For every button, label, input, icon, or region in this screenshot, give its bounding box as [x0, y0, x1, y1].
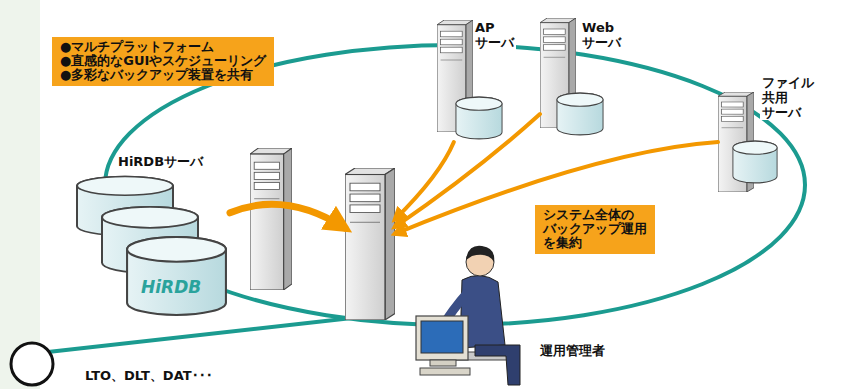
callout-text: ●マルチプラットフォーム [60, 40, 266, 54]
server-label: Web サーバ [580, 20, 623, 50]
callout-text: ●直感的なGUIやスケジューリング [60, 54, 266, 68]
media-label: LTO、DLT、DAT･･･ [83, 368, 215, 383]
backup-server [345, 168, 395, 320]
file-server: ファイル 共用 サーバ [718, 90, 780, 190]
callout-text: ●多彩なバックアップ装置を共有 [60, 68, 266, 82]
hirdb-disk: HiRDB [75, 175, 230, 315]
summary-callout: システム全体の バックアップ運用 を集約 [535, 205, 655, 254]
operator-label: 運用管理者 [538, 343, 607, 358]
server-label: ファイル 共用 サーバ [760, 75, 816, 120]
web-server: Web サーバ [540, 18, 622, 136]
hirdb-server: HiRDBサーバ [250, 148, 292, 290]
backup-arrow [395, 114, 540, 227]
backup-arrow [230, 204, 345, 228]
callout-text: システム全体の バックアップ運用 を集約 [543, 208, 647, 250]
server-label: HiRDBサーバ [116, 154, 205, 169]
server-label: AP サーバ [473, 20, 516, 50]
ap-server: AP サーバ [437, 20, 522, 142]
feature-callout: ●マルチプラットフォーム●直感的なGUIやスケジューリング●多彩なバックアップ装… [52, 37, 274, 86]
server-label: HiRDB [139, 277, 203, 297]
